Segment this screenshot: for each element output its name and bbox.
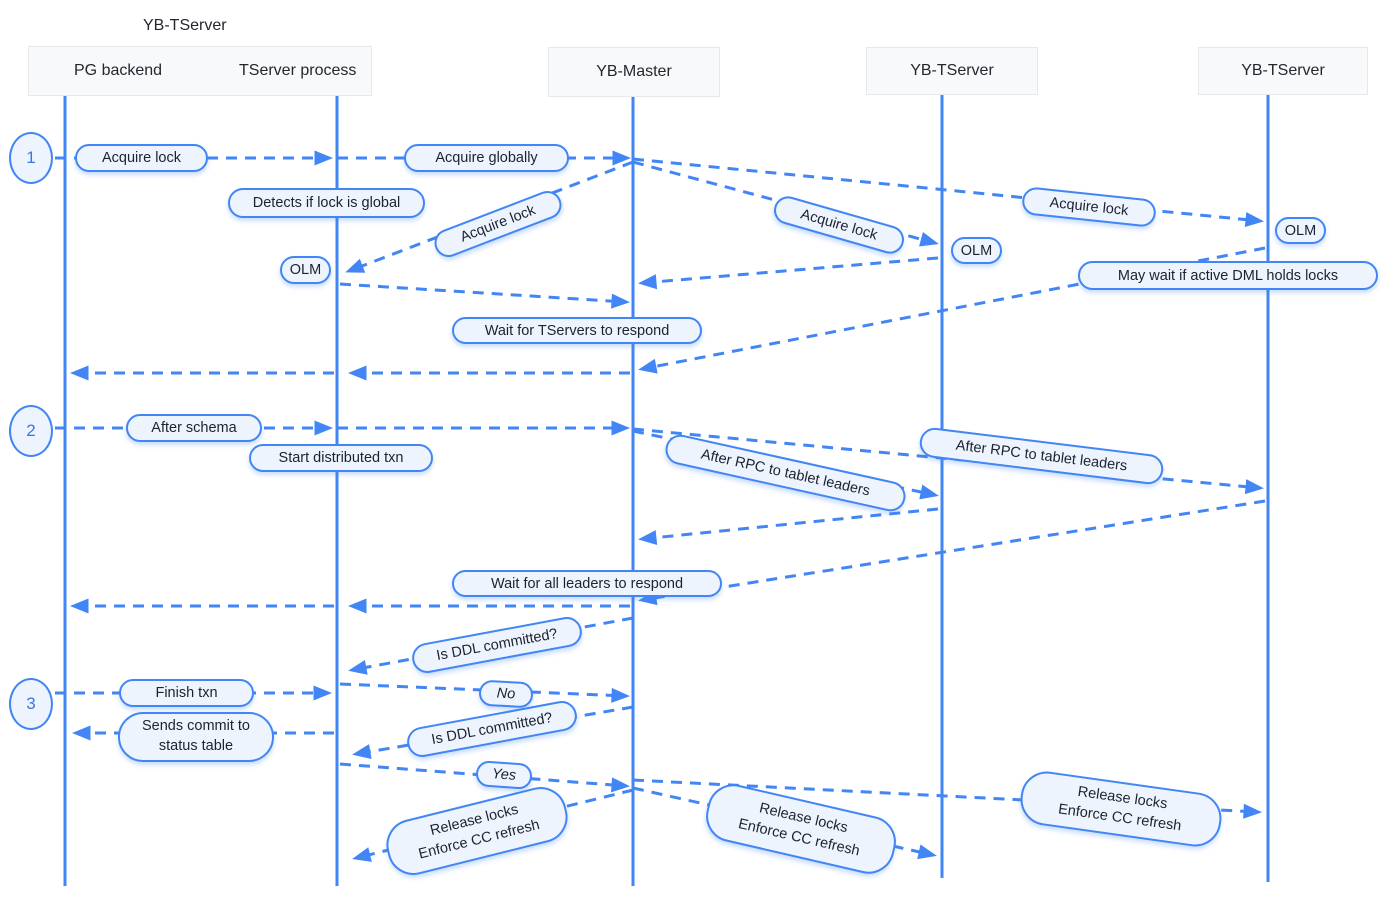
message-pill-start-txn: Start distributed txn bbox=[249, 444, 433, 472]
message-pill-acquire-globally: Acquire globally bbox=[404, 144, 569, 172]
sends-commit-line-1: Sends commit to bbox=[142, 718, 250, 735]
message-pill-detects-global: Detects if lock is global bbox=[228, 188, 425, 218]
message-pill-finish-txn: Finish txn bbox=[119, 679, 254, 707]
arrow-acquire-lock-master-to-ts2 bbox=[632, 157, 1264, 228]
arrow-olm-tsp-response-to-master bbox=[339, 282, 630, 309]
message-pill-wait-tservers: Wait for TServers to respond bbox=[452, 317, 702, 344]
message-pill-olm-ts2: OLM bbox=[1275, 217, 1326, 244]
message-pill-olm-ts1: OLM bbox=[951, 237, 1002, 264]
step-3-badge: 3 bbox=[9, 678, 53, 730]
message-pill-sends-commit: Sends commit to status table bbox=[118, 712, 274, 762]
message-pill-may-wait: May wait if active DML holds locks bbox=[1078, 261, 1378, 290]
message-pill-acquire-lock-pg: Acquire lock bbox=[75, 144, 208, 172]
step-2-badge: 2 bbox=[9, 405, 53, 457]
message-pill-after-schema: After schema bbox=[126, 414, 262, 442]
participant-yb-tserver-2: YB-TServer bbox=[1198, 47, 1368, 95]
message-pill-wait-leaders: Wait for all leaders to respond bbox=[452, 570, 722, 597]
arrow-ts2-response-to-master bbox=[638, 499, 1266, 606]
participant-yb-master: YB-Master bbox=[548, 47, 720, 97]
participant-group-names: PG backend TServer process bbox=[29, 47, 371, 95]
message-pill-no: No bbox=[478, 679, 534, 709]
message-pill-yes: Yes bbox=[475, 760, 533, 790]
participant-tserver-process: TServer process bbox=[239, 62, 357, 79]
arrow-ts1-response-to-master bbox=[638, 507, 939, 545]
participant-group-box: PG backend TServer process bbox=[28, 46, 372, 96]
step-1-badge: 1 bbox=[9, 132, 53, 184]
group-label-yb-tserver: YB-TServer bbox=[143, 17, 227, 34]
arrow-olm-ts1-response-to-master bbox=[638, 256, 939, 290]
message-pill-olm-tsp: OLM bbox=[280, 256, 331, 284]
participant-pg-backend: PG backend bbox=[74, 62, 163, 79]
participant-yb-tserver-1: YB-TServer bbox=[866, 47, 1038, 95]
sends-commit-line-2: status table bbox=[158, 738, 234, 754]
